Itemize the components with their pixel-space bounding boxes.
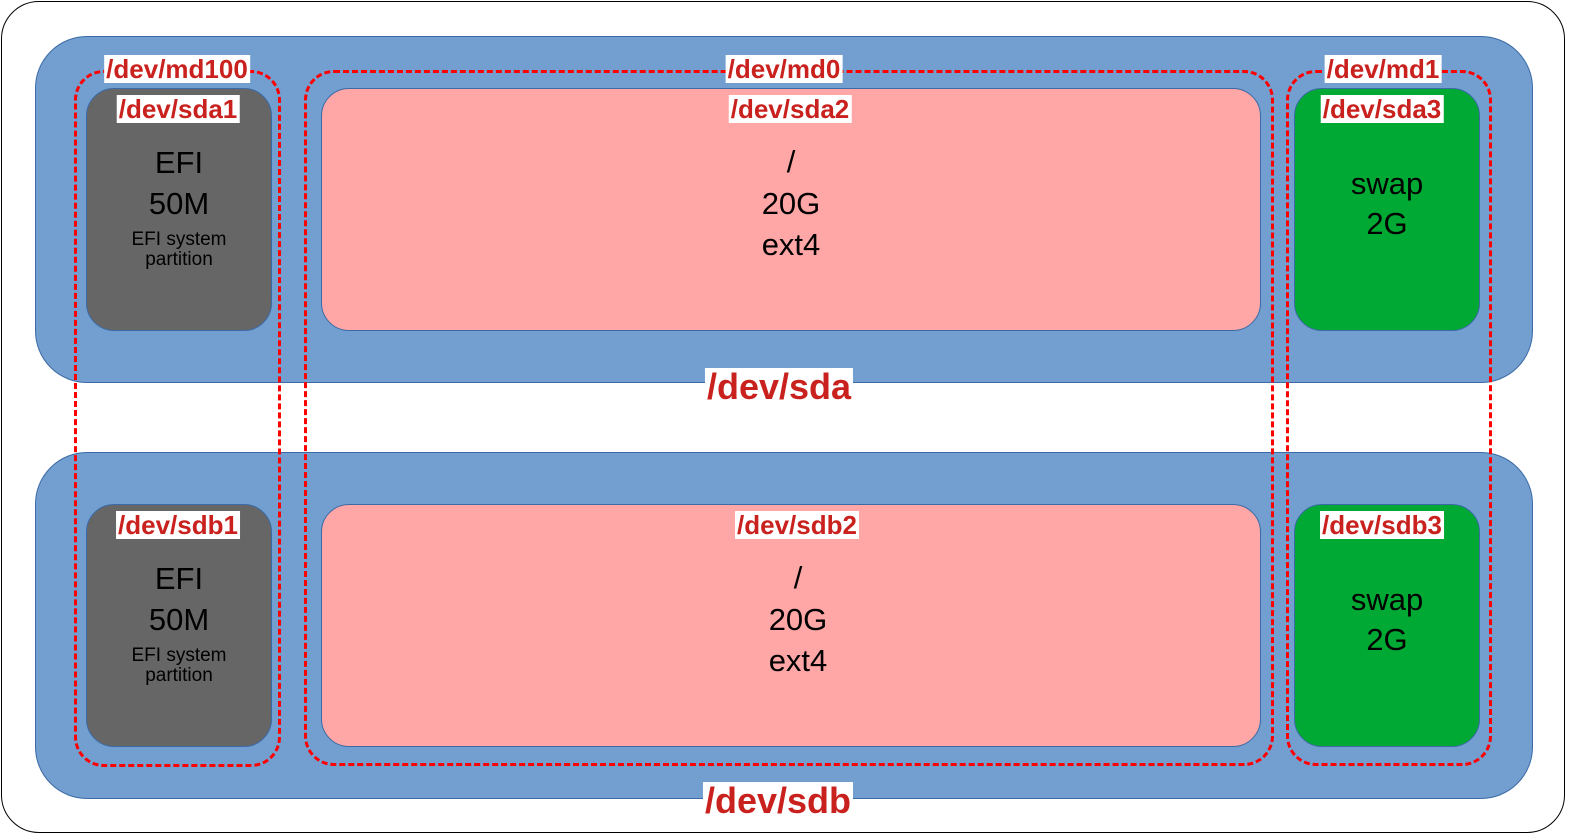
filesystem: ext4 xyxy=(768,643,828,678)
partition-type: EFI xyxy=(154,561,204,596)
disk-sda-label: /dev/sda xyxy=(704,366,854,407)
raid-md1-label: /dev/md1 xyxy=(1324,54,1442,84)
partition-size: 50M xyxy=(148,602,210,637)
partition-sda3: swap 2G xyxy=(1294,88,1480,331)
partition-sdb2-label: /dev/sdb2 xyxy=(735,510,859,540)
partition-sdb2: / 20G ext4 xyxy=(321,504,1261,747)
partition-type: swap xyxy=(1350,582,1424,617)
partition-size: 20G xyxy=(761,186,821,221)
partition-note: partition xyxy=(145,249,213,270)
partition-size: 50M xyxy=(148,186,210,221)
partition-type: swap xyxy=(1350,166,1424,201)
disk-sdb-label: /dev/sdb xyxy=(702,780,854,821)
partition-note: EFI system xyxy=(131,645,227,666)
partition-size: 2G xyxy=(1366,622,1408,657)
partition-sda2-label: /dev/sda2 xyxy=(728,94,852,124)
raid-md100-label: /dev/md100 xyxy=(104,54,250,84)
partition-sda1-label: /dev/sda1 xyxy=(116,94,240,124)
partition-note: partition xyxy=(145,665,213,686)
partition-sda1: EFI 50M EFI system partition xyxy=(86,88,272,331)
partition-note: EFI system xyxy=(131,229,227,250)
partition-sdb3: swap 2G xyxy=(1294,504,1480,747)
partition-sdb3-label: /dev/sdb3 xyxy=(1320,510,1444,540)
raid-md0-label: /dev/md0 xyxy=(725,54,843,84)
partition-sda2: / 20G ext4 xyxy=(321,88,1261,331)
raid-md100-outline xyxy=(74,70,281,767)
partition-sdb1: EFI 50M EFI system partition xyxy=(86,504,272,747)
filesystem: ext4 xyxy=(761,227,821,262)
partition-type: EFI xyxy=(154,145,204,180)
partition-sda3-label: /dev/sda3 xyxy=(1320,94,1444,124)
partition-size: 2G xyxy=(1366,206,1408,241)
raid-md1-outline xyxy=(1286,70,1492,766)
partition-sdb1-label: /dev/sdb1 xyxy=(116,510,240,540)
mount-point: / xyxy=(793,560,803,595)
partition-size: 20G xyxy=(768,602,828,637)
raid-md0-outline xyxy=(304,70,1274,766)
mount-point: / xyxy=(786,144,796,179)
